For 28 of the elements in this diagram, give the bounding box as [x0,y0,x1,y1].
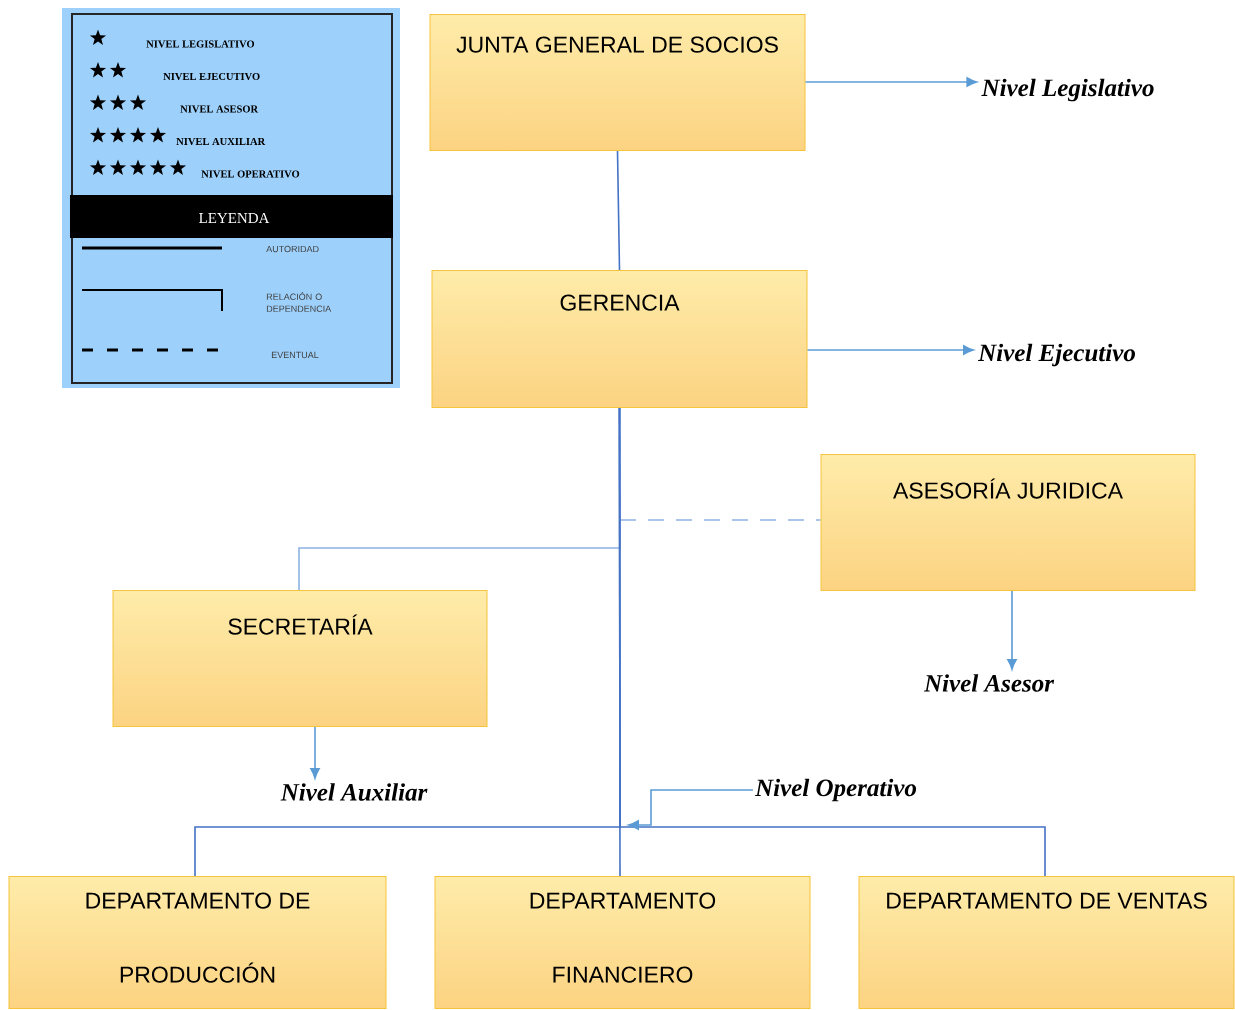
arrow [628,789,754,830]
legend-text: NIVEL LEGISLATIVO [146,40,255,48]
legend-text: NIVEL ASESOR [180,105,259,113]
level-label: Nivel Auxiliar [280,783,428,801]
org-box: GERENCIA [431,270,808,408]
arrow [310,726,320,779]
level-label: Nivel Asesor [923,674,1055,692]
legend-text: RELACIÓN O DEPENDENCIA [266,292,332,312]
legend-text: EVENTUAL [271,351,319,359]
level-label: Nivel Operativo [754,778,917,802]
connector-line [618,407,1046,877]
legend-text: AUTORIDAD [266,245,319,253]
legend-title-bar: LEYENDA [70,195,393,238]
org-box: DEPARTAMENTO FINANCIERO [434,876,811,1009]
legend-text: NIVEL OPERATIVO [201,170,300,178]
org-box: JUNTA GENERAL DE SOCIOS [429,14,806,151]
legend-text: NIVEL EJECUTIVO [163,72,260,81]
arrow [1007,590,1017,670]
level-label: Nivel Legislativo [981,78,1154,102]
org-box: SECRETARÍA [112,590,488,727]
arrow [806,345,974,355]
org-box: ASESORÍA JURIDICA [820,454,1196,591]
connector-line [616,150,621,271]
org-box: DEPARTAMENTO DE VENTAS [858,876,1235,1009]
legend-text: NIVEL AUXILIAR [176,137,266,146]
org-box: DEPARTAMENTO DE PRODUCCIÓN [8,876,387,1009]
arrow [804,77,978,87]
level-label: Nivel Ejecutivo [978,343,1135,367]
